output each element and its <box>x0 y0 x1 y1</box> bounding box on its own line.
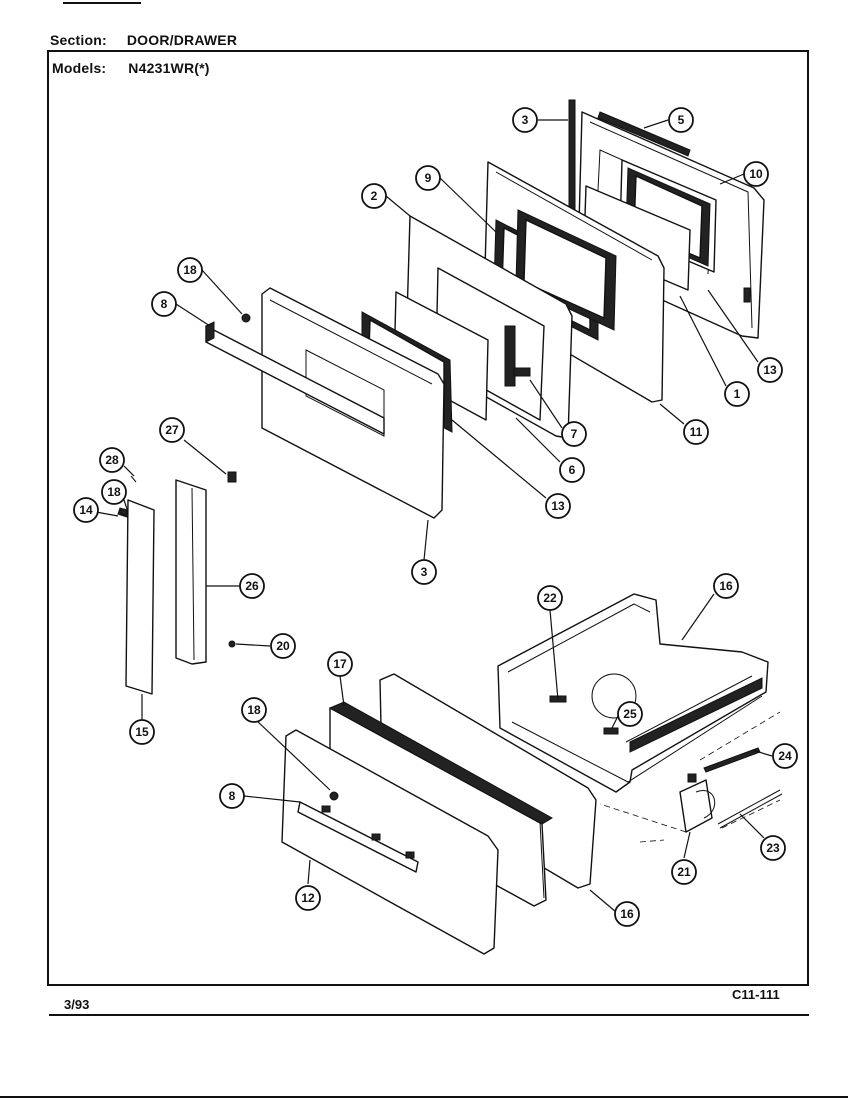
callout-1: 1 <box>724 381 750 407</box>
svg-text:9: 9 <box>425 171 432 185</box>
callout-24: 24 <box>772 743 798 769</box>
door-small-part <box>241 313 251 323</box>
svg-text:16: 16 <box>719 579 733 593</box>
callout-26: 26 <box>239 573 265 599</box>
svg-text:20: 20 <box>276 639 290 653</box>
callout-21: 21 <box>671 859 697 885</box>
section-label: Section: <box>50 32 107 48</box>
bottom-rule <box>0 1096 848 1098</box>
callout-20: 20 <box>270 633 296 659</box>
dashed-guide-4 <box>699 711 781 761</box>
callout-13-lower: 13 <box>545 493 571 519</box>
models-header: Models: N4231WR(*) <box>52 60 210 76</box>
callout-8-top: 8 <box>151 291 177 317</box>
svg-text:27: 27 <box>165 423 179 437</box>
callout-4: 3 <box>512 107 538 133</box>
side-trim-left <box>125 499 155 695</box>
svg-text:8: 8 <box>161 297 168 311</box>
svg-text:14: 14 <box>79 503 93 517</box>
svg-text:7: 7 <box>571 427 578 441</box>
svg-text:6: 6 <box>569 463 576 477</box>
side-screw <box>228 640 236 648</box>
side-trim-right <box>175 479 207 665</box>
models-label: Models: <box>52 60 107 76</box>
svg-text:26: 26 <box>245 579 259 593</box>
section-header: Section: DOOR/DRAWER <box>50 32 237 48</box>
callout-14: 14 <box>73 497 99 523</box>
svg-text:1: 1 <box>734 387 741 401</box>
callout-12: 12 <box>295 885 321 911</box>
callout-2: 2 <box>361 183 387 209</box>
callout-3: 3 <box>411 559 437 585</box>
drawer-slide-rod <box>717 789 783 829</box>
svg-text:21: 21 <box>677 865 691 879</box>
dashed-guide-1 <box>599 803 687 833</box>
footer-rule <box>49 1014 809 1016</box>
callout-5: 5 <box>668 107 694 133</box>
callout-9: 9 <box>415 165 441 191</box>
svg-text:2: 2 <box>371 189 378 203</box>
footer-date: 3/93 <box>64 997 90 1012</box>
door-handle <box>205 321 385 435</box>
svg-text:8: 8 <box>229 789 236 803</box>
callout-18-top: 18 <box>177 257 203 283</box>
callout-23: 23 <box>760 835 786 861</box>
svg-text:11: 11 <box>690 425 703 439</box>
callout-16-bottom: 16 <box>614 901 640 927</box>
svg-text:13: 13 <box>551 499 565 513</box>
svg-text:28: 28 <box>105 453 119 467</box>
callout-27: 27 <box>159 417 185 443</box>
callout-10: 10 <box>743 161 769 187</box>
callout-15: 15 <box>129 719 155 745</box>
top-rule <box>63 2 141 4</box>
diagram-frame <box>47 50 809 986</box>
svg-text:23: 23 <box>766 841 780 855</box>
door-window-frame <box>493 209 617 341</box>
drawer-bracket <box>679 773 716 833</box>
svg-text:18: 18 <box>107 485 121 499</box>
drawer-handle <box>297 791 419 873</box>
callout-22: 22 <box>537 585 563 611</box>
footer-code: C11-111 <box>732 987 780 1002</box>
svg-text:3: 3 <box>421 565 428 579</box>
svg-text:10: 10 <box>749 167 763 181</box>
svg-text:3: 3 <box>522 113 529 127</box>
leader-lines <box>95 119 773 913</box>
callout-18-side: 18 <box>101 479 127 505</box>
models-value: N4231WR(*) <box>128 60 210 76</box>
callout-16-top: 16 <box>713 573 739 599</box>
callout-6: 6 <box>559 457 585 483</box>
svg-text:17: 17 <box>333 657 347 671</box>
svg-text:25: 25 <box>623 707 637 721</box>
drawer-front-panel <box>281 729 499 955</box>
svg-text:22: 22 <box>543 591 557 605</box>
svg-text:15: 15 <box>135 725 149 739</box>
dashed-guide-3 <box>721 799 781 829</box>
door-top-trim <box>597 111 691 157</box>
callout-7: 7 <box>561 421 587 447</box>
callout-25: 25 <box>617 701 643 727</box>
svg-text:12: 12 <box>301 891 315 905</box>
svg-text:13: 13 <box>763 363 777 377</box>
drawer-rail <box>703 747 761 773</box>
callout-17: 17 <box>327 651 353 677</box>
callout-8-drawer: 8 <box>219 783 245 809</box>
svg-text:5: 5 <box>678 113 685 127</box>
callout-18-drawer: 18 <box>241 697 267 723</box>
svg-text:16: 16 <box>620 907 634 921</box>
dashed-guide-2 <box>639 839 665 843</box>
callout-28: 28 <box>99 447 125 473</box>
callout-13-right: 13 <box>757 357 783 383</box>
svg-text:24: 24 <box>778 749 792 763</box>
section-value: DOOR/DRAWER <box>126 32 238 48</box>
svg-text:18: 18 <box>183 263 197 277</box>
door-rod <box>568 99 576 215</box>
svg-text:18: 18 <box>247 703 261 717</box>
callout-11: 11 <box>683 419 709 445</box>
